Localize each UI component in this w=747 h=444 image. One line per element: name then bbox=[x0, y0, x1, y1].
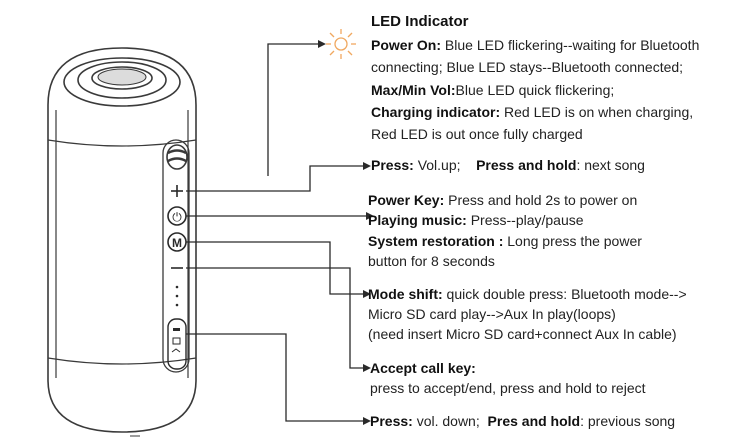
mode-text: quick double press: Bluetooth mode--> bbox=[442, 286, 687, 302]
charging-text: Red LED is on when charging, bbox=[500, 104, 694, 120]
restore-line: System restoration : Long press the powe… bbox=[368, 231, 642, 252]
power-icon: ⏻ bbox=[172, 210, 182, 224]
call-line: Accept call key: bbox=[370, 358, 476, 379]
maxmin-text: Blue LED quick flickering; bbox=[455, 82, 615, 98]
power-key-text: Press and hold 2s to power on bbox=[444, 192, 638, 208]
restore-text: Long press the power bbox=[503, 233, 642, 249]
call-line-2: press to accept/end, press and hold to r… bbox=[370, 380, 646, 396]
led-window bbox=[166, 144, 188, 170]
leader-vol-up bbox=[186, 165, 363, 192]
led-charging-line-2: Red LED is out once fully charged bbox=[371, 126, 583, 142]
mode-line-2: Micro SD card play-->Aux In play(loops) bbox=[368, 306, 616, 322]
call-label: Accept call key: bbox=[370, 360, 476, 376]
led-title: LED Indicator bbox=[371, 13, 469, 30]
leader-vol-down bbox=[186, 333, 363, 422]
restore-label: System restoration : bbox=[368, 233, 504, 249]
vol-up-desc: Press: Vol.up; Press and hold: next song bbox=[371, 155, 645, 176]
power-on-label: Power On: bbox=[371, 37, 442, 53]
led-charging-line: Charging indicator: Red LED is on when c… bbox=[371, 102, 693, 123]
playing-text: Press--play/pause bbox=[466, 212, 584, 228]
vol-up-press-text: Vol.up; bbox=[413, 157, 461, 173]
leader-led bbox=[267, 43, 318, 176]
vol-up-hold-label: Press and hold bbox=[476, 157, 577, 173]
power-key-label: Power Key: bbox=[368, 192, 445, 208]
led-power-on-line: Power On: Blue LED flickering--waiting f… bbox=[371, 35, 699, 56]
led-power-on-line-2: connecting; Blue LED stays--Bluetooth co… bbox=[371, 59, 684, 75]
mode-line-3: (need insert Micro SD card+connect Aux I… bbox=[368, 326, 677, 342]
vol-down-press-text: vol. down; bbox=[412, 413, 480, 429]
power-button[interactable]: ⏻ bbox=[167, 206, 187, 226]
mode-button[interactable]: M bbox=[167, 232, 187, 252]
maxmin-label: Max/Min Vol: bbox=[371, 82, 456, 98]
strip-dots bbox=[175, 285, 179, 307]
restore-line-2: button for 8 seconds bbox=[368, 253, 495, 269]
sun-icon bbox=[326, 29, 356, 59]
playing-line: Playing music: Press--play/pause bbox=[368, 210, 584, 231]
playing-label: Playing music: bbox=[368, 212, 467, 228]
leader-lines bbox=[186, 43, 366, 422]
port-cover[interactable] bbox=[167, 318, 187, 370]
leader-call bbox=[186, 267, 363, 369]
vol-down-hold-label: Pres and hold bbox=[487, 413, 581, 429]
vol-down-desc: Press: vol. down; Pres and hold: previou… bbox=[370, 411, 675, 432]
volume-up-button[interactable] bbox=[171, 185, 183, 197]
mode-label: Mode shift: bbox=[368, 286, 443, 302]
arrow-heads bbox=[318, 40, 374, 425]
mode-icon: M bbox=[172, 236, 182, 250]
vol-down-hold-text: : previous song bbox=[580, 413, 676, 429]
power-key-line: Power Key: Press and hold 2s to power on bbox=[368, 190, 637, 211]
vol-down-press-label: Press: bbox=[370, 413, 413, 429]
charging-label: Charging indicator: bbox=[371, 104, 501, 120]
mode-line: Mode shift: quick double press: Bluetoot… bbox=[368, 284, 687, 305]
vol-up-hold-text: : next song bbox=[576, 157, 645, 173]
led-maxmin-line: Max/Min Vol:Blue LED quick flickering; bbox=[371, 80, 614, 101]
speaker-illustration bbox=[47, 47, 197, 433]
power-on-text: Blue LED flickering--waiting for Bluetoo… bbox=[441, 37, 700, 53]
vol-up-press-label: Press: bbox=[371, 157, 414, 173]
